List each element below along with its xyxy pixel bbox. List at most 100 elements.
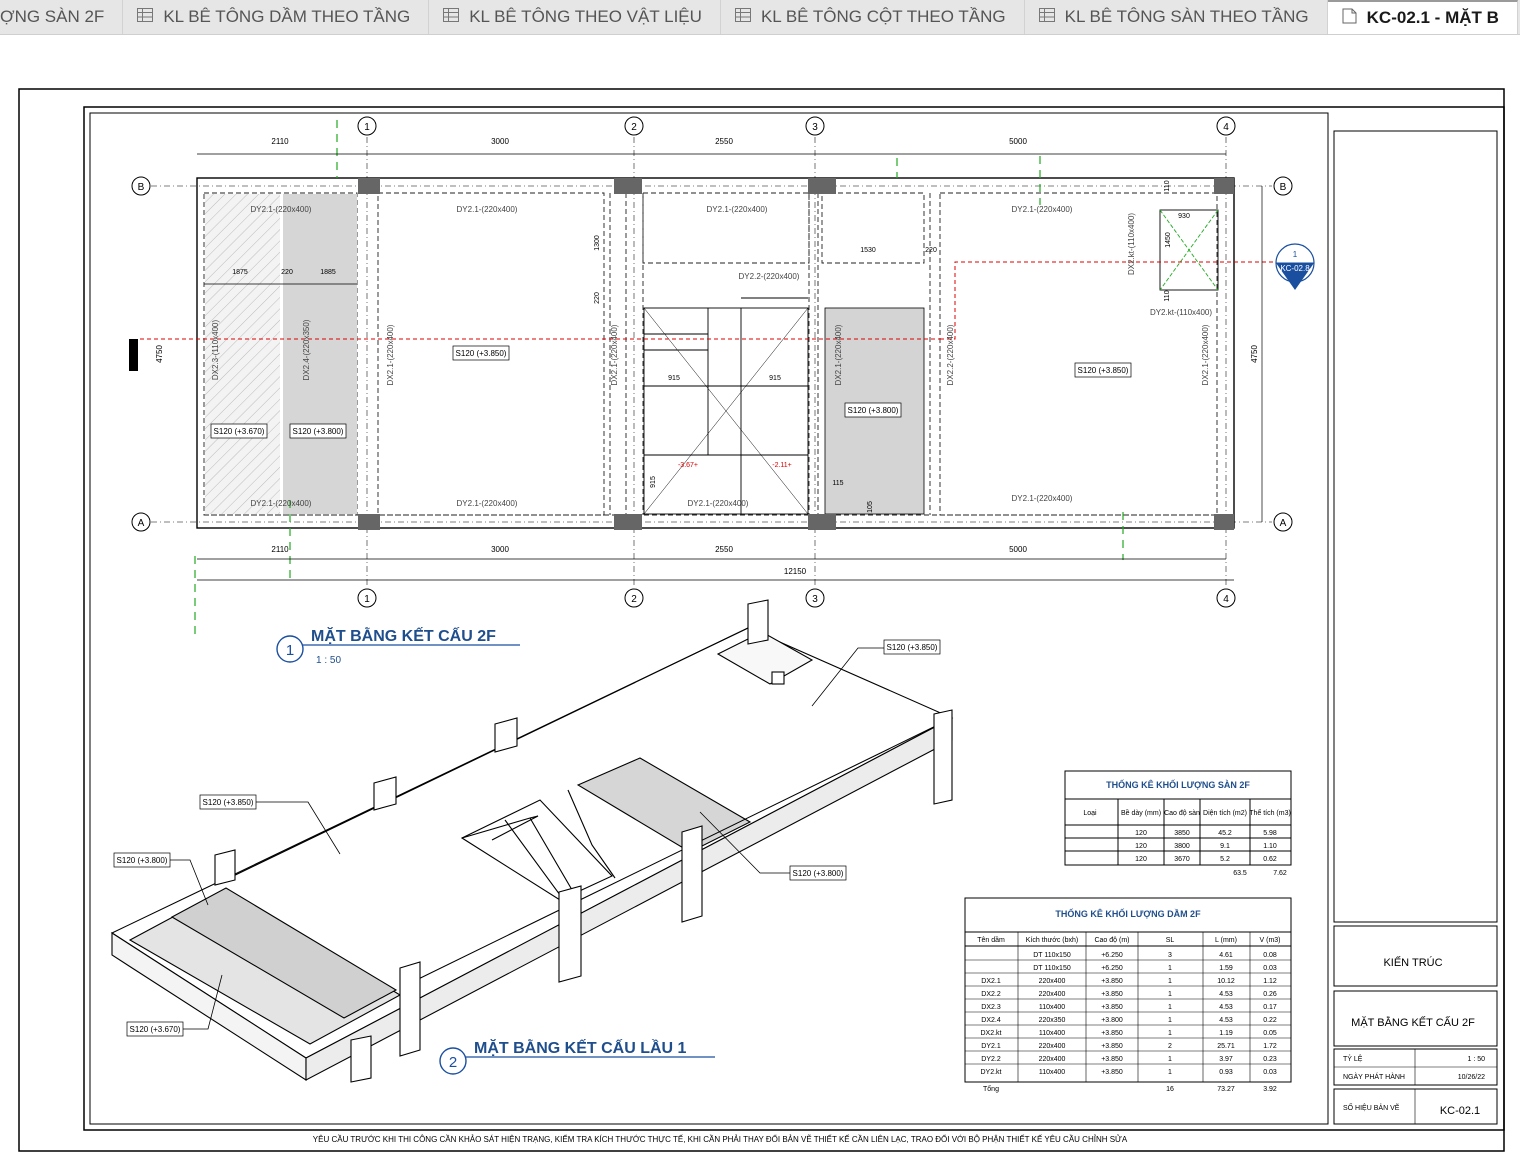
dim-text: 2110 (271, 545, 289, 554)
table-cell: +3.850 (1101, 1030, 1123, 1037)
callout-ref: KC-02.8 (1280, 264, 1310, 273)
beam-label: DY2.1-(220x400) (1012, 494, 1073, 503)
table-cell: 0.93 (1219, 1069, 1233, 1076)
tab-kl-dam-theo-tang[interactable]: KL BÊ TÔNG DẦM THEO TẦNG (123, 0, 430, 34)
view-number: 1 (286, 642, 294, 659)
tab-label: KL BÊ TÔNG SÀN THEO TẦNG (1064, 7, 1309, 26)
grid-label-top: 4 (1223, 122, 1229, 133)
table-cell: 110x400 (1039, 1069, 1065, 1076)
table-cell: 1.12 (1263, 978, 1277, 985)
tab-kl-theo-vat-lieu[interactable]: KL BÊ TÔNG THEO VẬT LIỆU (429, 0, 721, 34)
table-cell: 1 (1168, 965, 1172, 972)
table-total: 3.92 (1263, 1086, 1277, 1093)
table-cell: +3.850 (1101, 1069, 1123, 1076)
tab-sheet-kc-02-1[interactable]: KC-02.1 - MẶT B (1327, 0, 1518, 34)
table-cell: +3.800 (1101, 1017, 1123, 1024)
table-cell: 1.19 (1219, 1030, 1233, 1037)
col-header: Thể tích (m3) (1249, 809, 1291, 817)
table-cell: 4.53 (1219, 1017, 1233, 1024)
tab-label: KC-02.1 - MẶT B (1366, 8, 1499, 27)
iso-slab-tag: S120 (+3.850) (203, 798, 254, 807)
schedule-beam[interactable]: THỐNG KÊ KHỐI LƯỢNG DẦM 2F Tên dầm Kích … (964, 897, 1292, 1093)
table-cell: 1 (1168, 1069, 1172, 1076)
col-header: Cao độ (m) (1094, 937, 1129, 944)
grid-label-side: A (1280, 518, 1287, 529)
table-cell: 220x400 (1039, 991, 1066, 998)
dim-text: 2110 (271, 137, 289, 146)
grid-bubbles (131, 116, 1293, 608)
dim-text: 930 (1178, 213, 1190, 220)
tab-kl-cot-theo-tang[interactable]: KL BÊ TÔNG CỘT THEO TẦNG (721, 0, 1025, 34)
table-cell: 0.05 (1263, 1030, 1277, 1037)
dim-text: 110 (1164, 290, 1171, 301)
table-cell: 3800 (1174, 843, 1190, 850)
dim-text: 5000 (1009, 137, 1027, 146)
sheet-canvas[interactable]: 1 2 3 4 1 2 3 4 B A B A 2110 3000 2550 5… (0, 34, 1520, 1162)
table-cell: 3 (1168, 952, 1172, 959)
table-cell: DT 110x150 (1033, 952, 1071, 959)
table-cell: 1 (1168, 1004, 1172, 1011)
dim-text: 1875 (232, 269, 248, 276)
col-header: Diện tích (m2) (1203, 810, 1247, 817)
iso-3d-view[interactable]: S120 (+3.850) S120 (+3.850) S120 (+3.800… (110, 599, 954, 1083)
section-callout[interactable]: 1 KC-02.8 (1275, 243, 1315, 290)
slab-tag: S120 (+3.800) (848, 406, 899, 415)
view-title: MẶT BẰNG KẾT CẤU LẦU 1 (474, 1038, 687, 1057)
table-cell: 5.98 (1263, 830, 1277, 837)
grid-label-bottom: 1 (364, 594, 370, 605)
level-mark: -3.67+ (678, 462, 698, 469)
dim-text: 105 (867, 501, 874, 513)
sheet-name: MẶT BẰNG KẾT CẤU 2F (1351, 1016, 1475, 1029)
schedule-title: THỐNG KÊ KHỐI LƯỢNG SÀN 2F (1106, 779, 1250, 790)
grid-label-top: 2 (631, 122, 637, 133)
beam-label: DX2.1-(220x400) (610, 324, 619, 385)
tab-kl-san-theo-tang[interactable]: KL BÊ TÔNG SÀN THEO TẦNG (1025, 0, 1328, 34)
table-cell: 120 (1135, 856, 1147, 863)
view-scale: 1 : 50 (316, 655, 341, 666)
view-title-1[interactable]: 1 MẶT BẰNG KẾT CẤU 2F 1 : 50 (276, 626, 520, 666)
tab-label: KL BÊ TÔNG THEO VẬT LIỆU (469, 7, 702, 26)
table-cell: 0.17 (1263, 1004, 1277, 1011)
drawing-frame (83, 106, 1505, 1131)
table-cell: 10.12 (1217, 978, 1235, 985)
beam-label: DY2.2-(220x400) (739, 272, 800, 281)
table-cell: 1 (1168, 991, 1172, 998)
table-cell: DY2.2 (981, 1056, 1001, 1063)
grid-label-top: 1 (364, 122, 370, 133)
beam-label: DY2.1-(220x400) (251, 499, 312, 508)
slab-tag: S120 (+3.800) (293, 427, 344, 436)
beam-label: DY2.1-(220x400) (1012, 205, 1073, 214)
schedule-slab[interactable]: THỐNG KÊ KHỐI LƯỢNG SÀN 2F Loại Bề dày (… (1064, 770, 1292, 877)
view-title-2[interactable]: 2 MẶT BẰNG KẾT CẤU LẦU 1 (439, 1038, 715, 1075)
table-total: 16 (1166, 1086, 1174, 1093)
dim-text: 1450 (1165, 232, 1172, 248)
beam-label: DY2.kt-(110x400) (1150, 308, 1212, 317)
table-cell: +3.850 (1101, 1043, 1123, 1050)
sheet-number: KC-02.1 (1440, 1105, 1480, 1117)
table-cell: DX2.4 (981, 1017, 1001, 1024)
table-cell: 9.1 (1220, 843, 1230, 850)
slab-tag: S120 (+3.850) (1078, 366, 1129, 375)
dim-text: 3000 (491, 137, 509, 146)
table-cell: DX2.kt (980, 1030, 1001, 1037)
slab-tag: S120 (+3.850) (456, 349, 507, 358)
dim-text: 2550 (715, 545, 733, 554)
dim-text: 2550 (715, 137, 733, 146)
grid-label-side: B (138, 182, 145, 193)
table-cell: DX2.3 (981, 1004, 1001, 1011)
table-cell: +3.850 (1101, 978, 1123, 985)
table-cell: DX2.2 (981, 991, 1001, 998)
dim-text: 3000 (491, 545, 509, 554)
tab-san-2f[interactable]: ỢNG SÀN 2F (0, 0, 124, 34)
dim-total: 12150 (784, 567, 807, 576)
table-cell: DY2.kt (980, 1069, 1001, 1076)
table-icon (137, 7, 154, 27)
dim-height: 4750 (155, 345, 164, 363)
table-cell: 1 (1168, 1056, 1172, 1063)
tab-label: ỢNG SÀN 2F (0, 7, 105, 26)
table-cell: DY2.1 (981, 1043, 1001, 1050)
beam-label: DY2.1-(220x400) (457, 499, 518, 508)
title-block: KIẾN TRÚC MẶT BẰNG KẾT CẤU 2F TỶ LỆ 1 : … (1333, 130, 1498, 1125)
scale-label: TỶ LỆ (1343, 1054, 1363, 1063)
table-cell: 1 (1168, 978, 1172, 985)
